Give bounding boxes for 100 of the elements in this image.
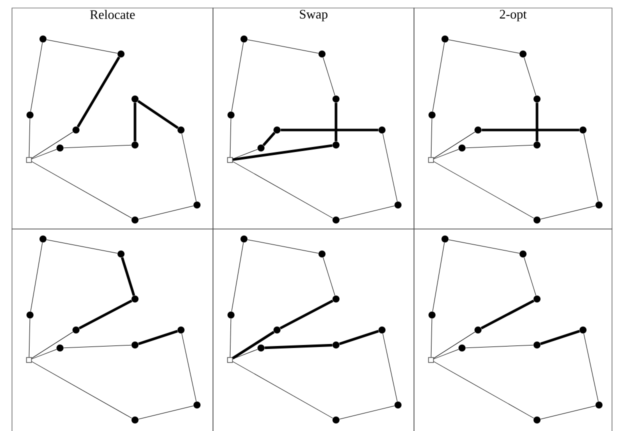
point-dot [394,402,402,408]
point-dot [274,326,280,334]
route-line [30,242,43,312]
point-dot [378,126,386,134]
point-dot [318,250,326,258]
route-line [264,344,332,350]
route-line [465,344,534,348]
point-dot [178,126,184,134]
point-dot [534,342,540,348]
route-line [432,242,445,312]
point-dot [474,326,482,334]
point-dot [458,344,466,352]
route-line [78,300,132,330]
diagram-panel: 2-opt [414,8,612,230]
route-line [334,102,338,142]
point-dot [132,342,138,348]
point-dot [132,142,138,148]
route-line [480,300,534,330]
route-line [482,128,580,132]
point-dot [118,50,124,58]
point-dot [228,312,234,318]
route-line [76,56,120,128]
route-line [32,132,74,158]
route-line [46,239,118,254]
route-line [120,257,136,296]
route-line [232,349,258,360]
route-line [430,318,432,358]
route-line [28,318,30,358]
depot-square [26,357,32,363]
point-dot [258,144,264,152]
point-dot [118,250,124,258]
point-dot [26,312,34,318]
route-line [584,133,598,202]
route-line [434,132,476,158]
route-line [339,206,395,220]
point-dot [442,236,448,242]
diagram-panel: Relocate [12,8,214,230]
route-line [434,161,534,218]
point-dot [72,126,80,134]
point-dot [534,96,540,102]
point-dot [332,342,340,348]
route-line [134,102,136,142]
route-line [32,349,57,360]
route-line [262,132,276,146]
point-dot [332,296,340,302]
point-dot [520,250,526,258]
route-line [32,161,132,218]
point-dot [240,36,248,42]
route-line [434,149,459,160]
route-line [322,257,336,296]
route-line [448,239,520,254]
point-dot [194,402,200,408]
route-line [524,257,536,296]
point-dot [56,144,64,152]
route-line [432,42,445,112]
route-line [540,330,580,346]
point-dot [596,202,602,208]
route-line [232,149,258,160]
point-dot [428,112,436,118]
point-dot [132,216,138,224]
route-line [280,128,378,132]
route-line [63,144,132,148]
point-dot [228,112,234,118]
point-dot [580,326,586,334]
route-line [138,406,194,420]
diagram-panel [12,228,214,431]
route-line [430,118,432,158]
route-line [182,133,196,202]
route-line [584,333,598,402]
route-line [138,206,194,220]
route-line [247,39,319,54]
point-dot [132,296,138,302]
point-dot [40,36,46,42]
point-dot [332,142,340,148]
point-dot [332,96,340,102]
route-line [138,330,178,346]
point-dot [258,344,264,352]
route-line [231,42,244,112]
route-line [465,144,534,148]
point-dot [428,312,436,318]
route-line [339,330,379,346]
point-dot [26,112,34,118]
point-dot [40,236,46,242]
depot-square [26,157,32,163]
point-dot [132,416,138,424]
point-dot [534,416,540,424]
route-line [232,144,333,161]
route-line [322,57,336,96]
point-dot [596,402,602,408]
point-dot [378,326,386,334]
route-line [46,39,118,54]
route-line [63,344,132,348]
route-line [230,118,232,158]
route-line [230,318,232,358]
point-dot [332,416,340,424]
route-line [232,330,275,360]
route-line [382,133,398,202]
depot-square [227,357,233,363]
route-line [382,333,398,402]
route-line [182,333,196,402]
